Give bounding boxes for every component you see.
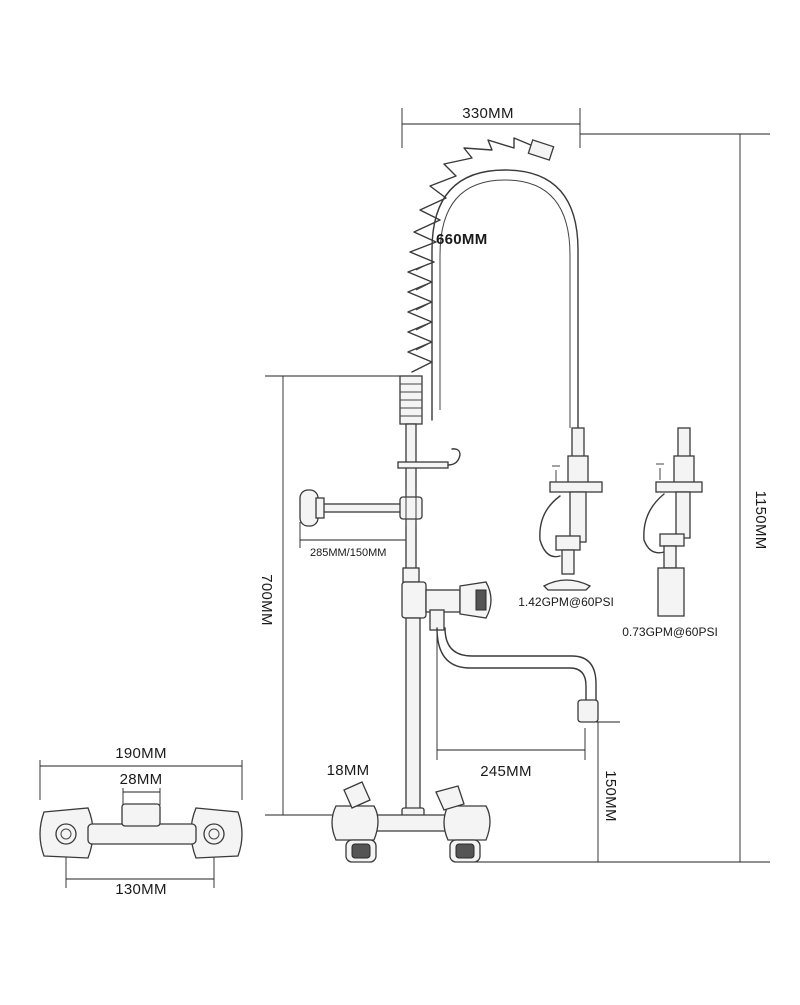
label-nozzle-flow: 0.73GPM@60PSI <box>622 625 718 639</box>
body-top-view <box>39 803 243 859</box>
swing-spout <box>429 609 599 723</box>
label-centers: 130MM <box>115 881 167 898</box>
label-eccentric: 18MM <box>327 762 370 779</box>
label-spray-flow: 1.42GPM@60PSI <box>518 595 614 609</box>
dim-body-width <box>39 760 243 800</box>
dim-inlet-size <box>122 788 161 805</box>
dim-total-height <box>470 134 770 863</box>
label-inlet-size: 28MM <box>120 771 163 788</box>
label-arm-length: 285MM/150MM <box>310 547 386 559</box>
hose-and-spring <box>399 137 579 429</box>
dim-hose-width <box>401 108 770 148</box>
label-total-height: 1150MM <box>752 490 769 549</box>
dim-spout-reach <box>436 620 586 760</box>
label-spout-height: 150MM <box>602 770 619 822</box>
label-body-width: 190MM <box>115 745 167 762</box>
label-hose-length: 660MM <box>436 231 488 248</box>
riser-column <box>299 423 492 823</box>
dim-column-height <box>265 375 410 816</box>
wall-mount-body <box>331 781 491 863</box>
spray-valve-assembly <box>539 427 603 591</box>
label-column-height: 700MM <box>258 574 275 626</box>
label-spout-reach: 245MM <box>480 763 532 780</box>
label-hose-width: 330MM <box>462 105 514 122</box>
nozzle-assembly <box>643 427 703 617</box>
dim-arm-length <box>299 522 408 548</box>
